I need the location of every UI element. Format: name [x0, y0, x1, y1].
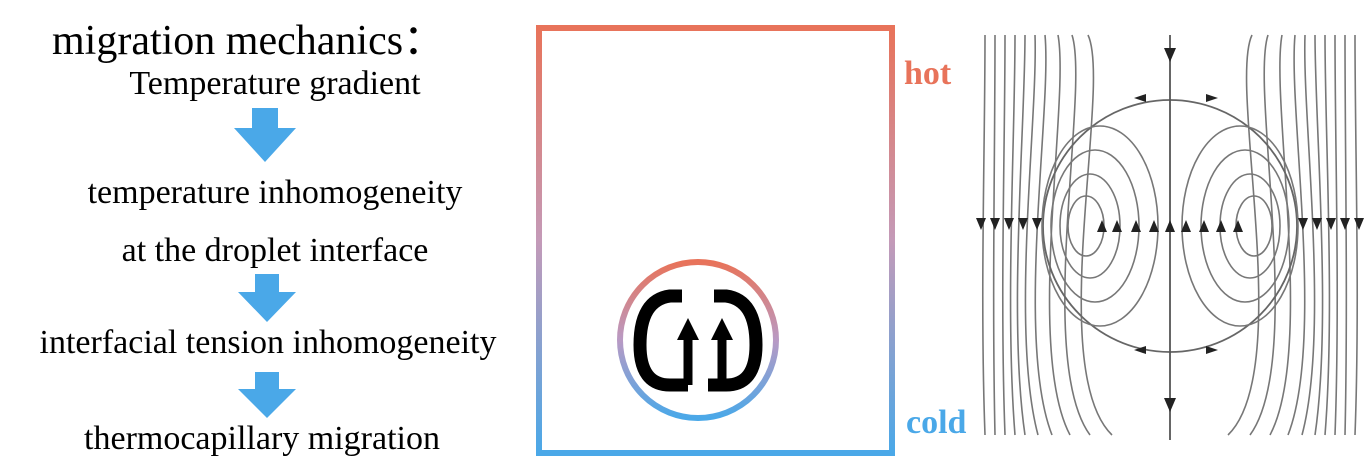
- hot-label: hot: [904, 55, 951, 93]
- cold-label: cold: [906, 404, 966, 442]
- streamline-diagram: [983, 35, 1357, 440]
- droplet: [620, 262, 776, 418]
